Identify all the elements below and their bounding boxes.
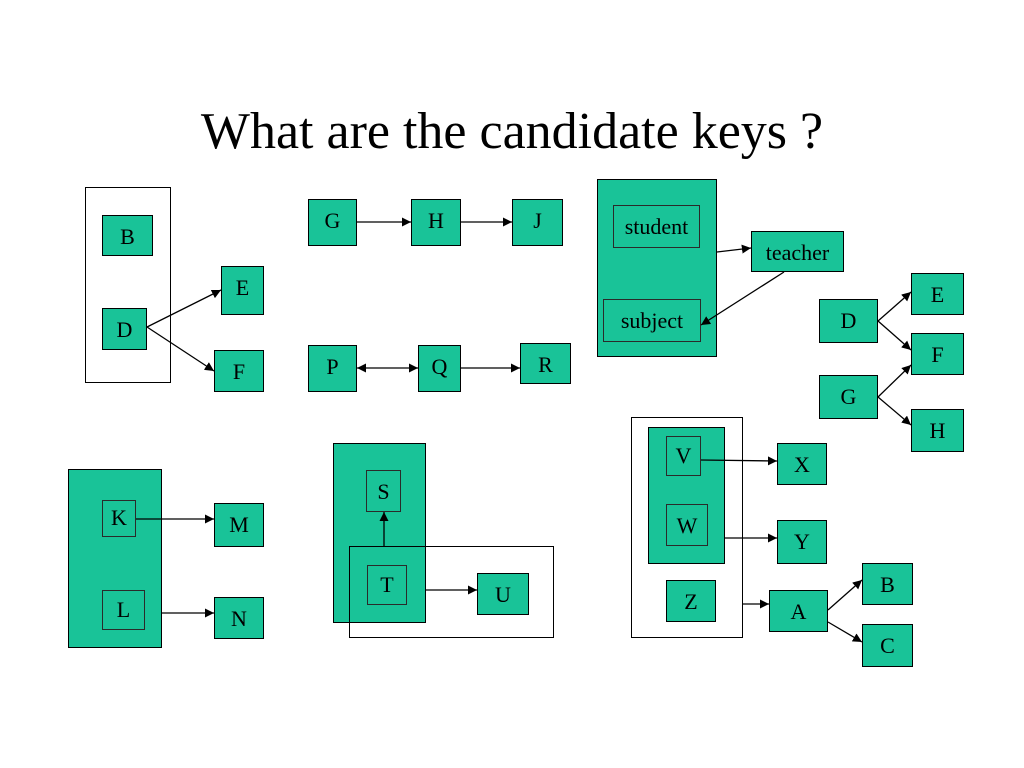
node-d2: D bbox=[819, 299, 878, 343]
arrow-a-c bbox=[827, 621, 863, 643]
arrow-d2-f2 bbox=[877, 320, 912, 351]
group-t-u bbox=[349, 546, 554, 638]
group-v-w-z bbox=[631, 417, 743, 638]
node-g: G bbox=[308, 199, 357, 246]
group-b-d bbox=[85, 187, 171, 383]
node-e: E bbox=[221, 266, 264, 315]
node-k: K bbox=[102, 500, 136, 537]
arrow-a-b bbox=[827, 579, 863, 611]
node-q: Q bbox=[418, 345, 461, 392]
node-f2: F bbox=[911, 333, 964, 375]
node-c: C bbox=[862, 624, 913, 667]
node-student: student bbox=[613, 205, 700, 248]
node-y: Y bbox=[777, 520, 827, 564]
node-d: D bbox=[102, 308, 147, 350]
node-h2: H bbox=[911, 409, 964, 452]
node-b2: B bbox=[862, 563, 913, 605]
node-teacher: teacher bbox=[751, 231, 844, 272]
node-v: V bbox=[666, 436, 701, 476]
node-g2: G bbox=[819, 375, 878, 419]
slide-title: What are the candidate keys ? bbox=[200, 103, 824, 160]
node-r: R bbox=[520, 343, 571, 384]
node-b: B bbox=[102, 215, 153, 256]
node-l: L bbox=[102, 590, 145, 630]
node-z: Z bbox=[666, 580, 716, 622]
node-s: S bbox=[366, 470, 401, 512]
arrow-d2-e2 bbox=[877, 291, 912, 322]
node-t: T bbox=[367, 565, 407, 605]
arrow-g2-f2 bbox=[877, 364, 912, 398]
node-j: J bbox=[512, 199, 563, 246]
node-p: P bbox=[308, 345, 357, 392]
node-u: U bbox=[477, 573, 529, 615]
node-x: X bbox=[777, 443, 827, 485]
node-n: N bbox=[214, 597, 264, 639]
node-a: A bbox=[769, 590, 828, 632]
arrow-studentsubject-teacher bbox=[716, 244, 752, 254]
node-subject: subject bbox=[603, 299, 701, 342]
node-e2: E bbox=[911, 273, 964, 315]
node-w: W bbox=[666, 504, 708, 546]
node-h: H bbox=[411, 199, 461, 246]
node-m: M bbox=[214, 503, 264, 547]
arrow-g2-h2 bbox=[877, 396, 912, 426]
node-f: F bbox=[214, 350, 264, 392]
